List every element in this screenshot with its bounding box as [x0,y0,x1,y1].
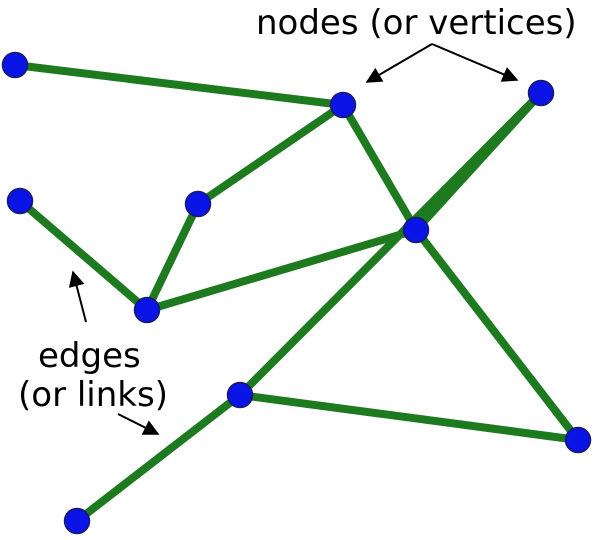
nodes-layer [1,51,592,535]
nodes-pointer-arrow-left [365,43,433,83]
node-n7 [226,381,254,409]
edge-n5-n6 [143,226,420,314]
nodes-pointer-arrow-right [431,43,519,82]
edge-n4-n5 [143,200,202,314]
node-n9 [527,79,555,107]
node-n5 [133,296,161,324]
edges-pointer-arrow-down [117,413,160,435]
edges-pointer-arrow-up [68,270,87,323]
edge-n7-n9 [236,89,545,399]
node-n4 [184,190,212,218]
nodes-label: nodes (or vertices) [256,3,577,43]
edges-annotation: edges (or links) [18,270,168,435]
edges-layer [11,61,582,525]
edges-label-line2: (or links) [18,375,168,415]
node-n2 [329,91,357,119]
node-n1 [1,51,29,79]
node-n6 [402,216,430,244]
node-n10 [564,426,592,454]
edge-n2-n4 [194,101,347,208]
edge-n7-n10 [236,391,582,444]
node-n3 [6,187,34,215]
edge-n7-n8 [73,391,244,525]
edge-n2-n6 [339,101,420,234]
nodes-annotation: nodes (or vertices) [256,3,577,83]
node-n8 [63,507,91,535]
edge-n6-n10 [412,226,582,444]
edges-label-line1: edges [38,336,141,376]
edge-n1-n2 [11,61,347,109]
edge-n3-n5 [16,197,151,314]
